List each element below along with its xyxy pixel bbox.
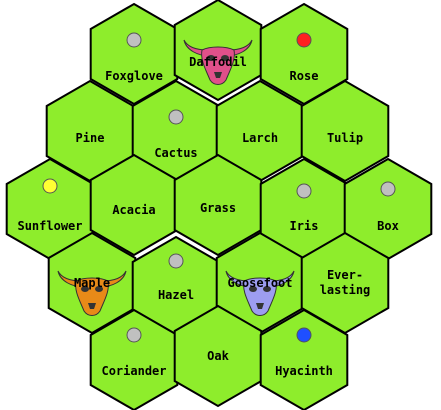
hex-label-coriander: Coriander [101, 364, 166, 378]
hex-label-box: Box [377, 219, 399, 233]
hex-label-larch: Larch [242, 131, 278, 145]
marker-foxglove[interactable] [126, 32, 142, 48]
hex-label-foxglove: Foxglove [105, 69, 163, 83]
hex-label-daffodil: Daffodil [189, 55, 247, 69]
hex-label-grass: Grass [200, 201, 236, 215]
hex-label-cactus: Cactus [154, 146, 197, 160]
hex-label-pine: Pine [76, 131, 105, 145]
hex-grid [5, 0, 433, 410]
hex-label-tulip: Tulip [327, 131, 363, 145]
ox-skull-icon-maple[interactable] [57, 270, 127, 316]
hex-tile-oak[interactable] [173, 304, 263, 408]
hex-label-hazel: Hazel [158, 288, 194, 302]
hex-label-sunflower: Sunflower [17, 219, 82, 233]
hex-tile-grass[interactable] [173, 153, 263, 257]
hex-label-oak: Oak [207, 349, 229, 363]
hex-label-hyacinth: Hyacinth [275, 364, 333, 378]
hex-label-acacia: Acacia [112, 203, 155, 217]
marker-iris[interactable] [296, 183, 312, 199]
marker-box[interactable] [380, 181, 396, 197]
hex-tile-hyacinth[interactable] [259, 308, 349, 410]
ox-skull-icon-goosefoot[interactable] [225, 270, 295, 316]
hex-label-iris: Iris [290, 219, 319, 233]
hex-label-goosefoot: Goosefoot [227, 276, 292, 290]
markers-layer [42, 32, 396, 343]
ox-skull-icon-daffodil[interactable] [183, 39, 253, 85]
marker-hazel[interactable] [168, 253, 184, 269]
hex-label-rose: Rose [290, 69, 319, 83]
marker-hyacinth[interactable] [296, 327, 312, 343]
marker-coriander[interactable] [126, 327, 142, 343]
hex-label-everlasting-line2: lasting [320, 283, 371, 297]
hex-label-everlasting-line1: Ever- [327, 268, 363, 282]
marker-sunflower[interactable] [42, 178, 58, 194]
hex-label-maple: Maple [74, 276, 110, 290]
pieces-layer [57, 39, 295, 316]
marker-cactus[interactable] [168, 109, 184, 125]
hex-tile-tulip[interactable] [300, 79, 390, 183]
marker-rose[interactable] [296, 32, 312, 48]
